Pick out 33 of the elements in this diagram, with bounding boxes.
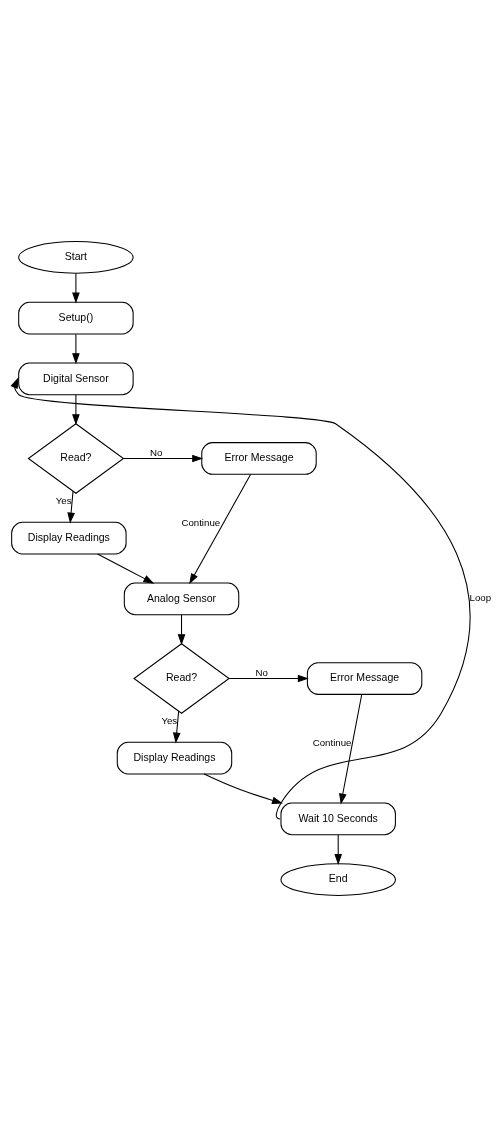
arrow bbox=[122, 454, 204, 463]
arrow bbox=[334, 834, 343, 866]
edge-label: Continue bbox=[312, 736, 352, 748]
node-box: Error Message bbox=[306, 662, 423, 695]
node-box: Setup() bbox=[18, 301, 134, 335]
edge-label: Yes bbox=[161, 714, 178, 726]
edge-label: Loop bbox=[469, 592, 492, 604]
edge-label: No bbox=[149, 446, 163, 458]
node-box: Display Readings bbox=[11, 521, 127, 555]
arrow bbox=[339, 693, 363, 805]
node-ellipse: End bbox=[280, 863, 396, 896]
arrow bbox=[72, 333, 80, 365]
node-ellipse: Start bbox=[18, 241, 134, 274]
arrow bbox=[203, 773, 283, 805]
arrow bbox=[10, 377, 471, 820]
node-diamond: Read? bbox=[133, 643, 230, 714]
edge-label: No bbox=[255, 666, 268, 678]
node-box: Error Message bbox=[201, 442, 317, 475]
arrow bbox=[228, 674, 309, 683]
node-diamond: Read? bbox=[27, 423, 125, 494]
node-box: Wait 10 Seconds bbox=[280, 802, 396, 836]
arrow bbox=[189, 473, 252, 585]
edge-label: Continue bbox=[181, 517, 221, 529]
node-box: Analog Sensor bbox=[123, 582, 240, 616]
arrow bbox=[172, 710, 181, 744]
arrow bbox=[72, 394, 80, 426]
arrow bbox=[67, 490, 75, 524]
node-box: Display Readings bbox=[116, 741, 233, 775]
edge-label: Yes bbox=[55, 494, 72, 506]
arrow bbox=[72, 272, 80, 304]
arrow bbox=[177, 614, 186, 646]
node-box: Digital Sensor bbox=[18, 362, 134, 396]
arrow bbox=[97, 553, 155, 584]
